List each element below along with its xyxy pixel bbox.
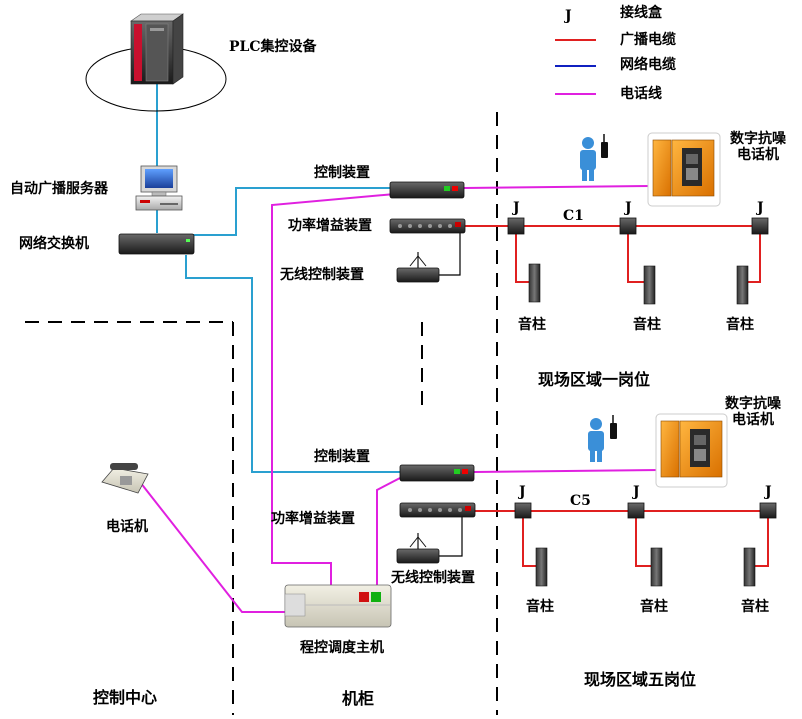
- switch-label: 网络交换机: [19, 236, 89, 252]
- zone5-wireless-device-icon: [396, 533, 440, 564]
- zone5-wireless-label: 无线控制装置: [391, 570, 475, 586]
- zone5-speaker-3-label: 音柱: [741, 599, 769, 615]
- legend-lines: [555, 39, 596, 95]
- zone1-control-device-label: 控制装置: [314, 165, 370, 181]
- zone5-antinoise-phone-icon: [655, 413, 728, 488]
- zone5-junction-box-3: [759, 502, 777, 519]
- zone1-area-label: 现场区域一岗位: [538, 370, 651, 389]
- network-wires: [156, 82, 400, 473]
- zone5-speaker-2-label: 音柱: [640, 599, 668, 615]
- zone1-amplifier-icon: [389, 218, 466, 234]
- control-center-label: 控制中心: [93, 688, 158, 707]
- zone1-antinoise-phone-label: 数字抗噪 电话机: [725, 131, 791, 163]
- zone5-speaker-1-label: 音柱: [526, 599, 554, 615]
- zone5-control-device-icon: [399, 464, 475, 482]
- zone1-antinoise-phone-icon: [647, 132, 721, 207]
- zone5-speaker-3: [743, 547, 756, 587]
- exchange-host-icon: [284, 584, 392, 628]
- device-links: [438, 232, 463, 557]
- legend-phone-label: 电话线: [620, 86, 662, 102]
- server-computer-icon: [135, 165, 183, 211]
- network-switch-icon: [118, 233, 195, 255]
- zone5-antinoise-phone-label-line1: 数字抗噪: [725, 396, 781, 412]
- zone1-wireless-label: 无线控制装置: [280, 267, 364, 283]
- zone5-antinoise-phone-label: 数字抗噪 电话机: [720, 396, 786, 428]
- zone5-junction-3-label: J: [765, 484, 772, 500]
- zone5-junction-1-label: J: [519, 484, 526, 500]
- zone1-worker-with-radio-icon: [580, 134, 608, 181]
- legend-junction-symbol: J: [565, 8, 572, 24]
- zone1-control-device-icon: [389, 181, 465, 199]
- zone1-wireless-device-icon: [396, 252, 440, 283]
- cabinet-label: 机柜: [342, 689, 375, 708]
- zone1-junction-box-1: [507, 217, 525, 235]
- zone5-junction-box-1: [514, 502, 532, 519]
- zone1-junction-3-label: J: [757, 200, 764, 216]
- zone1-junction-box-2: [619, 217, 637, 235]
- phone-lines: [139, 185, 661, 613]
- legend-junction-label: 接线盒: [620, 5, 662, 21]
- zone5-amplifier-label: 功率增益装置: [271, 511, 355, 527]
- exchange-label: 程控调度主机: [300, 640, 384, 656]
- zone1-cable-label: C1: [563, 208, 584, 224]
- zone1-antinoise-phone-label-line2: 电话机: [737, 147, 779, 163]
- speaker-columns: [528, 263, 756, 587]
- zone5-control-device-label: 控制装置: [314, 449, 370, 465]
- zone1-speaker-1-label: 音柱: [518, 317, 546, 333]
- legend-broadcast-label: 广播电缆: [620, 32, 676, 48]
- zone5-worker-with-radio-icon: [588, 415, 617, 462]
- zone5-junction-2-label: J: [633, 484, 640, 500]
- plc-label: PLC集控设备: [229, 39, 317, 55]
- phone-label: 电话机: [106, 519, 148, 535]
- zone1-junction-box-3: [751, 217, 769, 235]
- zone-dividers: [25, 112, 498, 715]
- zone1-speaker-1: [528, 263, 541, 303]
- zone5-junction-box-2: [627, 502, 645, 519]
- zone1-antinoise-phone-label-line1: 数字抗噪: [730, 131, 786, 147]
- server-label: 自动广播服务器: [10, 181, 108, 197]
- telephone-icon: [101, 463, 149, 494]
- zone1-speaker-2: [643, 265, 656, 305]
- zone5-cable-label: C5: [570, 493, 591, 509]
- zone1-speaker-3: [736, 265, 749, 305]
- zone1-amplifier-label: 功率增益装置: [288, 218, 372, 234]
- zone1-junction-1-label: J: [513, 200, 520, 216]
- plc-cabinet-icon: [130, 13, 184, 85]
- junction-boxes: [507, 217, 777, 519]
- zone5-amplifier-icon: [399, 502, 476, 518]
- zone1-junction-2-label: J: [625, 200, 632, 216]
- legend-network-label: 网络电缆: [620, 57, 676, 73]
- zone5-speaker-2: [650, 547, 663, 587]
- zone5-antinoise-phone-label-line2: 电话机: [732, 412, 774, 428]
- zone1-speaker-2-label: 音柱: [633, 317, 661, 333]
- zone5-area-label: 现场区域五岗位: [584, 670, 697, 689]
- zone5-speaker-1: [535, 547, 548, 587]
- zone1-speaker-3-label: 音柱: [726, 317, 754, 333]
